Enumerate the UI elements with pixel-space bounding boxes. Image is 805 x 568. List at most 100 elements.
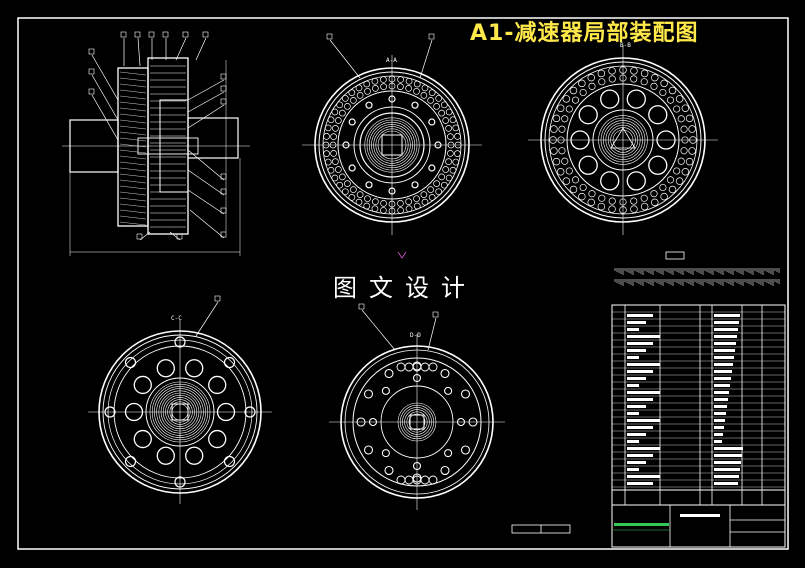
- roller: [587, 198, 595, 207]
- bom-text-line: [627, 356, 639, 359]
- key-triangle: [610, 127, 636, 149]
- bearing-ball: [388, 200, 396, 208]
- bearing-ball: [372, 85, 379, 92]
- balloon-box: [220, 73, 227, 80]
- hatch-line: [119, 191, 147, 196]
- balloon-box: [358, 303, 365, 310]
- bom-text-line: [714, 356, 734, 359]
- bearing-ball: [397, 207, 404, 214]
- hatch-ring: [607, 124, 639, 156]
- bearing-ball: [433, 103, 440, 110]
- bom-text-line: [627, 482, 653, 485]
- pin-hole: [208, 429, 227, 449]
- roller: [650, 190, 658, 198]
- hatch-ring: [149, 381, 211, 443]
- bolt-hole: [244, 406, 256, 418]
- roller: [677, 157, 685, 165]
- hatch-ring: [399, 404, 435, 440]
- balloon-box: [148, 31, 155, 38]
- roller: [565, 105, 573, 113]
- line-work: [145, 377, 215, 447]
- bearing-ball: [380, 207, 387, 214]
- hatch-line: [119, 155, 147, 160]
- hatch-line: [119, 107, 147, 112]
- roller: [680, 125, 688, 133]
- bom-text-line: [627, 314, 653, 317]
- leader-line: [91, 74, 119, 121]
- balloon-box: [202, 31, 209, 38]
- bolt-hole: [174, 476, 186, 488]
- roller: [630, 67, 638, 75]
- bom-text-line: [627, 321, 646, 324]
- line-work: [318, 71, 466, 219]
- shaft-square: [409, 414, 425, 430]
- bearing-ball: [388, 82, 396, 90]
- bom-text-line: [714, 440, 722, 443]
- bom-text-line: [714, 433, 723, 436]
- pin-hole: [368, 417, 378, 427]
- roller: [569, 185, 578, 194]
- bolt-hole: [412, 473, 422, 483]
- bearing-ball: [441, 181, 448, 189]
- bolt-hole: [440, 465, 450, 476]
- bearing-ball: [428, 89, 436, 96]
- shaft-square: [171, 403, 189, 421]
- bearing-ball: [380, 83, 387, 90]
- hatch-ring: [156, 388, 204, 436]
- bearing-ball: [363, 202, 371, 210]
- roller: [608, 205, 616, 213]
- roller: [685, 114, 694, 123]
- roller: [552, 114, 561, 123]
- bearing-ball: [447, 150, 454, 157]
- roller: [650, 82, 658, 90]
- bearing-ball: [413, 80, 421, 88]
- bom-text-line: [627, 405, 646, 408]
- bolt-hole: [440, 368, 450, 379]
- bom-text-line: [714, 363, 733, 366]
- roller: [396, 362, 406, 372]
- leader-line: [427, 317, 437, 351]
- bearing-ball: [339, 173, 346, 181]
- bearing-ball: [334, 166, 342, 173]
- roller: [659, 183, 667, 192]
- bom-text-line: [714, 321, 739, 324]
- balloon-box: [162, 31, 169, 38]
- bolt-hole: [363, 389, 374, 399]
- bolt-hole: [384, 368, 394, 379]
- bearing-ball: [442, 166, 450, 173]
- bearing-ball: [331, 108, 339, 116]
- hatch-line: [119, 215, 147, 220]
- bom-text-line: [714, 475, 739, 478]
- balloon-box: [88, 88, 95, 95]
- bom-text-line: [627, 433, 646, 436]
- roller: [562, 177, 571, 185]
- leader-line: [195, 301, 219, 337]
- bom-text-line: [627, 384, 639, 387]
- hatch-ring: [404, 409, 430, 435]
- bom-text-line: [714, 384, 730, 387]
- balloon-box: [428, 33, 435, 40]
- bearing-ball: [445, 108, 453, 116]
- bom-text-line: [714, 468, 740, 471]
- cycloid-pin-hole: [648, 155, 668, 175]
- bolt-hole: [223, 356, 236, 369]
- hatch-line: [119, 197, 147, 202]
- bolt-hole: [388, 95, 396, 103]
- bearing-ball: [330, 150, 337, 157]
- cycloid-pin-hole: [570, 130, 590, 150]
- hatch-ring: [600, 117, 646, 163]
- bolt-hole: [348, 164, 356, 172]
- bolt-hole: [411, 181, 419, 189]
- bolt-hole: [411, 101, 419, 109]
- bom-text-line: [627, 426, 653, 429]
- roller: [558, 147, 566, 155]
- notes-title-box: [665, 251, 685, 260]
- bom-text-line: [714, 412, 726, 415]
- bearing-ball: [334, 117, 342, 124]
- bom-text-line: [714, 461, 741, 464]
- bolt-hole: [384, 465, 394, 476]
- bearing-ball: [331, 174, 339, 182]
- roller: [587, 73, 595, 82]
- bearing-ball: [380, 76, 387, 83]
